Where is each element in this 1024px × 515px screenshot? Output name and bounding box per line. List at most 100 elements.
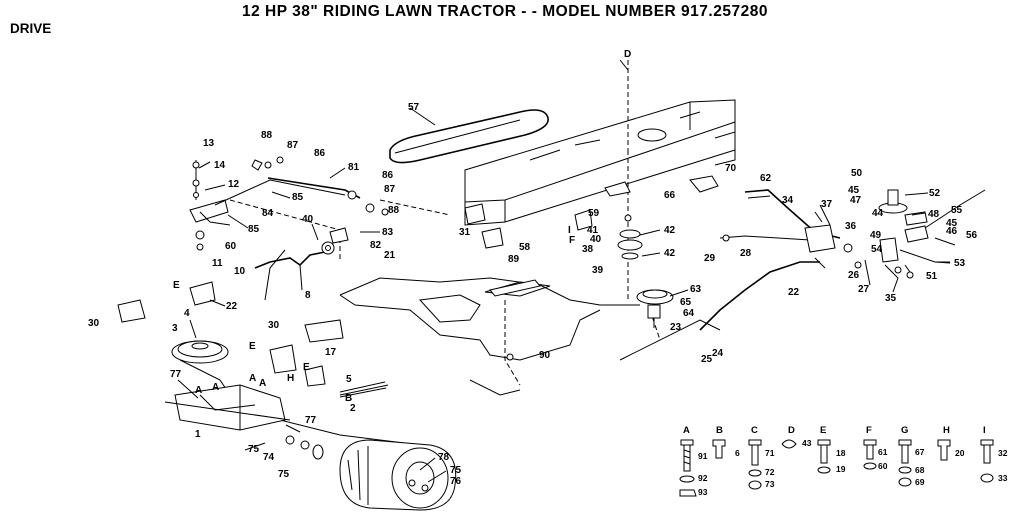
callout-8: 8 (305, 290, 311, 301)
transaxle (164, 381, 389, 460)
callout-57: 57 (408, 102, 420, 113)
callout-36: 36 (845, 221, 857, 232)
callout-34: 34 (782, 195, 794, 206)
frame (464, 99, 736, 226)
callouts: D 57 88 87 86 13 14 12 81 86 87 88 85 84… (88, 49, 978, 487)
callout-22b: 22 (788, 287, 800, 298)
callout-84: 84 (262, 208, 274, 219)
callout-89: 89 (508, 254, 520, 265)
callout-3: 3 (172, 323, 178, 334)
callout-86b: 86 (382, 170, 394, 181)
callout-13: 13 (203, 138, 215, 149)
callout-56: 56 (966, 230, 978, 241)
svg-text:93: 93 (698, 487, 708, 497)
letter-a1: A (195, 385, 202, 396)
callout-4: 4 (184, 308, 190, 319)
callout-37: 37 (821, 199, 833, 210)
callout-11: 11 (212, 258, 223, 269)
svg-text:B: B (716, 425, 723, 436)
letter-i1: I (568, 225, 571, 236)
callout-85b: 85 (248, 224, 260, 235)
letter-h1: H (287, 373, 294, 384)
callout-29: 29 (704, 253, 716, 264)
callout-24: 24 (712, 348, 724, 359)
svg-text:F: F (866, 425, 872, 436)
letter-b1: B (345, 393, 352, 404)
hardware-h: H 20 (937, 425, 965, 461)
svg-text:I: I (983, 425, 986, 436)
callout-52: 52 (929, 188, 941, 199)
callout-22: 22 (226, 301, 238, 312)
letter-a4: A (259, 378, 266, 389)
letter-e1: E (173, 280, 180, 291)
callout-59: 59 (588, 208, 600, 219)
callout-55: 55 (951, 205, 963, 216)
hardware-i: I 32 33 (980, 425, 1008, 483)
svg-text:E: E (820, 425, 826, 436)
callout-27: 27 (858, 284, 870, 295)
callout-87: 87 (287, 140, 299, 151)
callout-78: 78 (438, 452, 450, 463)
callout-75c: 75 (450, 465, 462, 476)
callout-63: 63 (690, 284, 702, 295)
hardware-e: E 18 19 (817, 425, 846, 474)
callout-26: 26 (848, 270, 860, 281)
callout-53: 53 (954, 258, 966, 269)
diagram-title: 12 HP 38" RIDING LAWN TRACTOR - - MODEL … (242, 3, 768, 20)
svg-text:43: 43 (802, 438, 812, 448)
svg-text:60: 60 (878, 461, 888, 471)
callout-51: 51 (926, 271, 938, 282)
svg-text:6: 6 (735, 448, 740, 458)
clutch-brake-linkage (699, 189, 986, 331)
callout-44: 44 (872, 208, 884, 219)
center-pulley-stack (464, 175, 719, 361)
callout-31: 31 (459, 227, 471, 238)
lower-frame (179, 199, 721, 446)
shift-linkage (189, 156, 389, 291)
callout-30b: 30 (268, 320, 280, 331)
callout-75: 75 (248, 444, 260, 455)
callout-83: 83 (382, 227, 394, 238)
callout-77: 77 (170, 369, 182, 380)
svg-text:68: 68 (915, 465, 925, 475)
callout-86: 86 (314, 148, 326, 159)
callout-d: D (624, 49, 631, 60)
drive-belt (389, 109, 549, 164)
letter-e2: E (249, 341, 256, 352)
hardware-key: A 91 92 93 B 6 C 71 72 73 D (679, 425, 1008, 497)
svg-text:61: 61 (878, 447, 888, 457)
callout-40: 40 (302, 214, 314, 225)
callout-10: 10 (234, 266, 246, 277)
svg-text:D: D (788, 425, 795, 436)
svg-text:92: 92 (698, 473, 708, 483)
hardware-a: A 91 92 93 (679, 425, 708, 497)
letter-a3: A (249, 373, 256, 384)
callout-30: 30 (88, 318, 100, 329)
callout-62: 62 (760, 173, 772, 184)
svg-text:H: H (943, 425, 950, 436)
letter-e3: E (303, 362, 310, 373)
callout-14: 14 (214, 160, 226, 171)
callout-87b: 87 (384, 184, 396, 195)
callout-42b: 42 (664, 248, 676, 259)
callout-17: 17 (325, 347, 337, 358)
svg-text:69: 69 (915, 477, 925, 487)
callout-85: 85 (292, 192, 304, 203)
svg-text:71: 71 (765, 448, 775, 458)
hardware-d: D 43 (781, 425, 812, 449)
callout-76: 76 (450, 476, 462, 487)
callout-38: 38 (582, 244, 594, 255)
svg-text:67: 67 (915, 447, 925, 457)
svg-text:33: 33 (998, 473, 1008, 483)
callout-45b: 45 (946, 218, 958, 229)
callout-2: 2 (350, 403, 356, 414)
callout-74: 74 (263, 452, 275, 463)
svg-text:18: 18 (836, 448, 846, 458)
callout-46: 46 (946, 226, 958, 237)
callout-42: 42 (664, 225, 676, 236)
callout-60: 60 (225, 241, 237, 252)
svg-text:19: 19 (836, 464, 846, 474)
callout-48: 48 (928, 209, 940, 220)
callout-23: 23 (670, 322, 682, 333)
callout-81: 81 (348, 162, 360, 173)
